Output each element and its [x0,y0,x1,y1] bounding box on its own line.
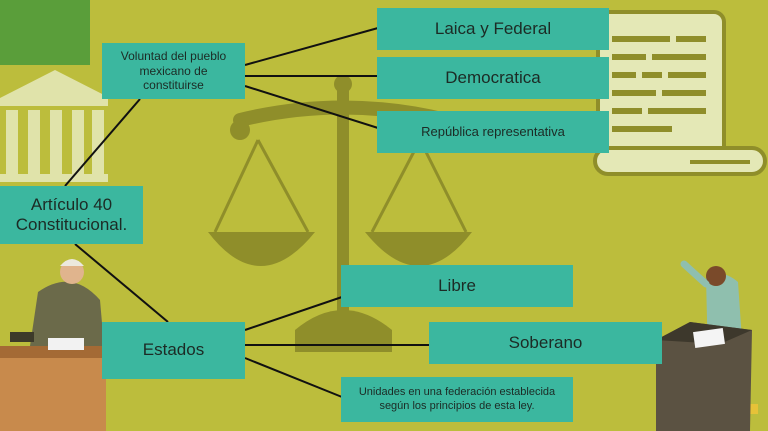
voter-ballot-box-icon [656,260,758,431]
justice-scale-icon [208,75,472,352]
node-soberano: Soberano [429,322,662,364]
node-democratica: Democratica [377,57,609,99]
node-unidades-federacion: Unidades en una federación establecida s… [341,377,573,422]
node-libre: Libre [341,265,573,307]
corner-accent [0,0,90,65]
node-republica-representativa: República representativa [377,111,609,153]
node-voluntad: Voluntad del pueblo mexicano de constitu… [102,43,245,99]
judge-figure-icon [0,259,106,431]
courthouse-icon [0,70,110,182]
node-estados: Estados [102,322,245,379]
scroll-document-icon [593,10,767,176]
node-laica-federal: Laica y Federal [377,8,609,50]
node-root: Artículo 40 Constitucional. [0,186,143,244]
